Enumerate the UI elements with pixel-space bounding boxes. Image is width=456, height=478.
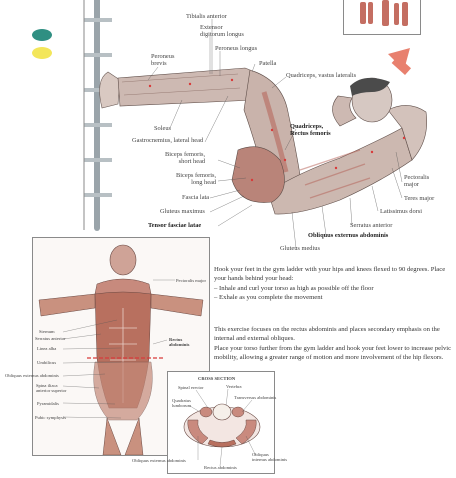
- label-biceps-long: Biceps femoris, long head: [176, 172, 217, 186]
- yellow-marker-dot: [32, 47, 52, 59]
- teal-marker-dot: [32, 29, 52, 41]
- front-label-pubic: Pubic symphysis: [35, 415, 67, 420]
- cross-section-title: CROSS SECTION: [198, 376, 236, 381]
- label-fascia-lata: Fascia lata: [182, 194, 210, 201]
- label-quadriceps-rectus: Quadriceps, Rectus femoris: [290, 123, 331, 137]
- cross-section-panel: CROSS SECTION Spinal erector Vertebra Qu…: [132, 371, 287, 474]
- label-vastus-lateralis: Quadriceps, vastus lateralis: [286, 72, 357, 79]
- thumbnail-panel: [343, 0, 421, 35]
- front-body-illustration: [38, 244, 204, 455]
- cs-label-quadratus: Quadratus lumborum: [172, 398, 192, 408]
- label-gluteus-medius: Gluteus medius: [280, 245, 320, 252]
- label-pectoralis-major: Pectoralis major: [404, 174, 430, 188]
- front-label-obliquus: Obliquus externus abdominis: [5, 373, 59, 378]
- front-label-pectoralis: Pectoralis major: [176, 278, 206, 283]
- label-serratus-anterior: Serratus anterior: [350, 222, 393, 229]
- label-gastrocnemius: Gastrocnemius, lateral head: [132, 137, 204, 144]
- cs-label-rectus: Rectus abdominis: [204, 465, 237, 470]
- label-biceps-short: Biceps femoris, short head: [165, 151, 206, 165]
- instructions-paragraph-3: Place your torso further from the gym la…: [214, 345, 452, 362]
- instruction-exhale: – Exhale as you complete the movement: [214, 294, 323, 302]
- label-patella: Patella: [259, 60, 277, 67]
- front-label-rectus: Rectus abdominis: [169, 337, 190, 347]
- cs-label-transversus: Transversus abdominis: [234, 395, 277, 400]
- label-obliquus-externus: Obliquus externus abdominis: [308, 232, 389, 239]
- cross-section-illustration: [183, 388, 261, 467]
- front-label-linea-alba: Linea alba: [37, 346, 57, 351]
- front-label-spina: Spina iliaca anterior superior: [36, 383, 67, 393]
- label-extensor-digitorum: Extensor digitorum longus: [200, 24, 244, 38]
- label-peroneus-brevis: Peroneus brevis: [151, 53, 175, 67]
- instruction-setup: Hook your feet in the gym ladder with yo…: [214, 266, 446, 283]
- label-soleus: Soleus: [154, 125, 172, 132]
- front-label-umbilicus: Umbilicus: [37, 360, 57, 365]
- front-label-pyramidalis: Pyramidalis: [37, 401, 59, 406]
- instructions-paragraph-1: Hook your feet in the gym ladder with yo…: [214, 265, 452, 303]
- label-teres-major: Teres major: [404, 195, 435, 202]
- cs-label-vertebra: Vertebra: [226, 384, 242, 389]
- front-label-sternum: Sternum: [39, 329, 55, 334]
- label-latissimus-dorsi: Latissimus dorsi: [380, 208, 423, 215]
- front-label-serratus: Serratus anterior: [35, 336, 66, 341]
- label-tibialis-anterior: Tibialis anterior: [186, 13, 227, 20]
- instructions-paragraph-2: This exercise focuses on the rectus abdo…: [214, 326, 440, 343]
- cs-label-spinal-erector: Spinal erector: [178, 385, 204, 390]
- label-peroneus-longus: Peroneus longus: [215, 45, 258, 52]
- instruction-inhale: – Inhale and curl your torso as high as …: [214, 284, 374, 292]
- label-tensor-fasciae: Tensor fasciae latae: [148, 222, 202, 229]
- cs-label-obliquus-externus: Obliquus externus abdominis: [132, 458, 186, 463]
- cs-label-obliquus-internus: Obliquus internus abdominis: [252, 452, 288, 462]
- thumbnail-figures: [360, 0, 408, 26]
- label-gluteus-maximus: Gluteus maximus: [160, 208, 205, 215]
